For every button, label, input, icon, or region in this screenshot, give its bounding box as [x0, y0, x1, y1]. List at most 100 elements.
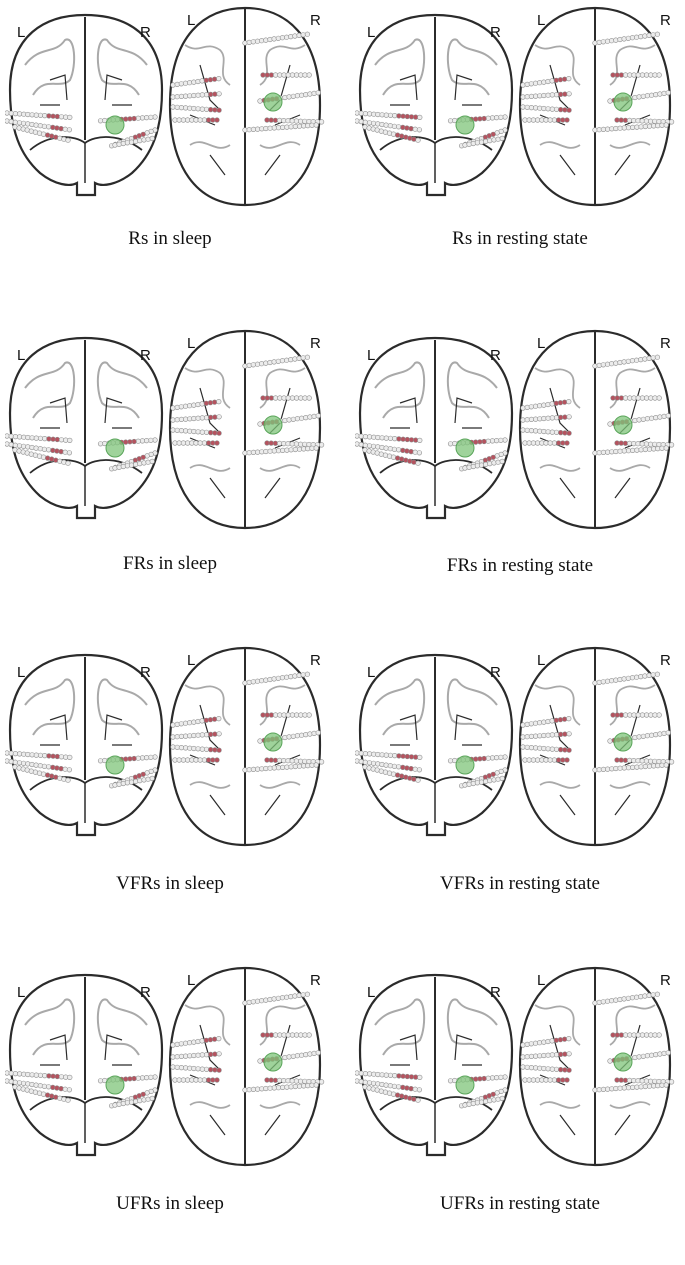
electrode-contact-active [207, 717, 213, 723]
electrode-contact [296, 763, 303, 769]
electrode-contact [533, 93, 539, 99]
electrode-contact [625, 125, 632, 131]
electrode-contact [187, 720, 193, 726]
electrode-contact [279, 35, 286, 41]
electrode-contact [137, 461, 143, 467]
electrode-contact [286, 1054, 292, 1060]
electrode-contact [498, 437, 504, 443]
electrode-strip [242, 445, 319, 456]
electrode-contact [58, 437, 65, 443]
electrode-contact [5, 441, 10, 447]
electrode-contact [533, 416, 539, 422]
electrode-contact [8, 750, 14, 756]
electrode-contact [8, 433, 14, 439]
electrode-contact [524, 734, 530, 740]
electrode-contact [358, 433, 364, 439]
electrode-contact-active [562, 430, 568, 436]
electrode-contact [65, 1097, 71, 1103]
electrode-contact [296, 1083, 303, 1089]
electrode-contact [250, 999, 256, 1005]
electrode-contact [566, 75, 572, 82]
electrode-contact [17, 751, 23, 757]
electrode-contact [199, 1038, 205, 1044]
electrode-contact [371, 443, 377, 449]
electrode-contact [483, 1098, 489, 1104]
electrode-contact [12, 442, 18, 448]
electrode-contact [607, 98, 613, 104]
electrode-contact-active [558, 1051, 564, 1057]
electrode-contact [144, 437, 150, 444]
electrode-contact [625, 448, 632, 454]
electrode-strip [242, 762, 319, 773]
electrode-strip [520, 427, 572, 436]
electrode-contact [12, 433, 18, 440]
electrode-contact [642, 33, 648, 39]
electrode-contact [174, 427, 180, 433]
electrode-contact [299, 732, 305, 738]
electrode-contact [657, 731, 663, 737]
electrode-contact [263, 997, 269, 1003]
electrode-contact [203, 746, 210, 752]
electrode-contact [520, 104, 526, 110]
electrode-contact [25, 1081, 31, 1087]
electrode-strip [614, 117, 675, 125]
electrode-contact [498, 1074, 504, 1080]
electrode-contact [66, 1087, 73, 1093]
electrode-contact [259, 38, 265, 44]
electrode-contact [299, 92, 305, 98]
right-side-label: R [660, 972, 671, 989]
electrode-contact [528, 416, 534, 422]
electrode-contact [17, 1071, 23, 1077]
electrode-contact [187, 403, 193, 409]
caption-frs-sleep: FRs in sleep [123, 553, 217, 574]
electrode-contact [499, 135, 505, 141]
electrode-contact [191, 1065, 197, 1072]
electrode-contact-active [212, 731, 218, 737]
electrode-contact [634, 447, 640, 453]
electrode-contact [654, 671, 661, 677]
electrode-contact [203, 1052, 210, 1058]
electrode-contact [257, 1058, 263, 1064]
electrode-contact [646, 446, 653, 452]
electrode-contact [541, 105, 547, 112]
electrode-contact [630, 764, 636, 770]
electrode-strip [242, 31, 311, 46]
electrode-contact [395, 764, 402, 770]
electrode-contact [566, 398, 572, 405]
electrode-contact [596, 767, 602, 773]
electrode-contact [545, 1052, 551, 1058]
electrode-contact [191, 732, 197, 739]
electrode-contact [617, 125, 623, 131]
electrode-contact [292, 123, 298, 130]
electrode-contact [294, 1053, 301, 1059]
electrode-contact [362, 759, 368, 765]
electrode-contact [67, 114, 73, 120]
electrode-contact [520, 427, 526, 433]
electrode-strip [170, 91, 222, 100]
electrode-strip [5, 441, 73, 456]
electrode-contact [358, 110, 364, 116]
electrode-contact [600, 999, 606, 1005]
electrode-contact [358, 1070, 364, 1076]
electrode-contact [592, 40, 598, 46]
electrode-contact [17, 111, 23, 117]
electrode-contact [447, 758, 454, 764]
electrode-contact [545, 92, 551, 98]
right-side-label: R [140, 984, 151, 1001]
electrode-contact [45, 764, 52, 770]
electrode-strip [520, 715, 572, 728]
electrode-contact [300, 32, 306, 38]
electrode-contact [387, 752, 394, 758]
electrode-contact [8, 110, 14, 116]
electrode-contact [271, 359, 277, 365]
electrode-contact-active [566, 1067, 572, 1073]
electrode-contact [642, 356, 648, 362]
electrode-contact [304, 31, 311, 37]
electrode-contact [629, 35, 636, 41]
electrode-contact [355, 441, 360, 447]
caption-rs-resting: Rs in resting state [452, 228, 588, 249]
electrode-contact [656, 712, 662, 718]
electrode-contact-active [396, 436, 402, 442]
electrode-contact [250, 39, 256, 45]
